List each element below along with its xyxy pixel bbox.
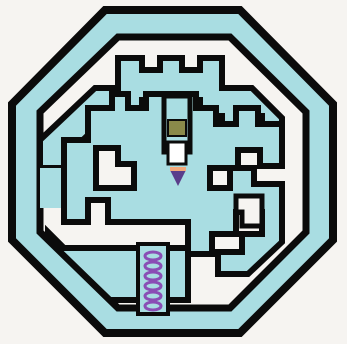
inner-wall-right-step [236, 196, 262, 226]
olive-block-icon [168, 120, 186, 136]
white-block-icon [168, 142, 186, 164]
left-wall-gap [40, 168, 62, 208]
